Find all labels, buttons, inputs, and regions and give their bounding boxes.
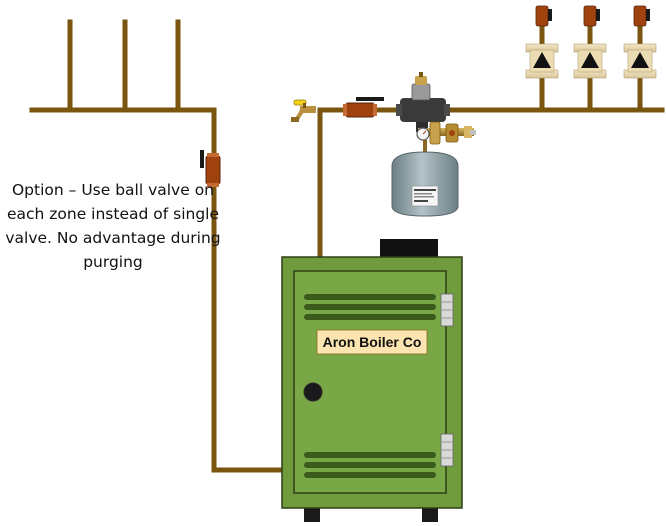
- air-separator-icon: [396, 72, 450, 132]
- boiler-door-knob: [303, 382, 323, 402]
- boiler-flue: [380, 239, 438, 259]
- boiler-vents-top: [304, 294, 436, 320]
- expansion-tank-icon: [391, 151, 459, 217]
- circulator-pump-icon: [525, 5, 559, 79]
- ball-valve-icon: [343, 97, 384, 118]
- pressure-reducing-valve: [418, 121, 476, 145]
- pressure-gauge-icon: [416, 127, 430, 141]
- circulator-pump-icon: [573, 5, 607, 79]
- boiler-drain-icon: [291, 99, 316, 122]
- option-note: Option – Use ball valve on each zone ins…: [5, 181, 221, 271]
- boiler-hinge-bottom: [440, 433, 454, 467]
- boiler-vents-bottom: [304, 452, 436, 478]
- boiler: Aron Boiler Co: [281, 239, 463, 522]
- boiler-nameplate: [316, 329, 428, 355]
- boiler-hinge-top: [440, 293, 454, 327]
- ball-valve-icon: [200, 150, 221, 187]
- boiler-nameplate-text: Aron Boiler Co: [323, 334, 422, 350]
- circulator-pump-icon: [623, 5, 657, 79]
